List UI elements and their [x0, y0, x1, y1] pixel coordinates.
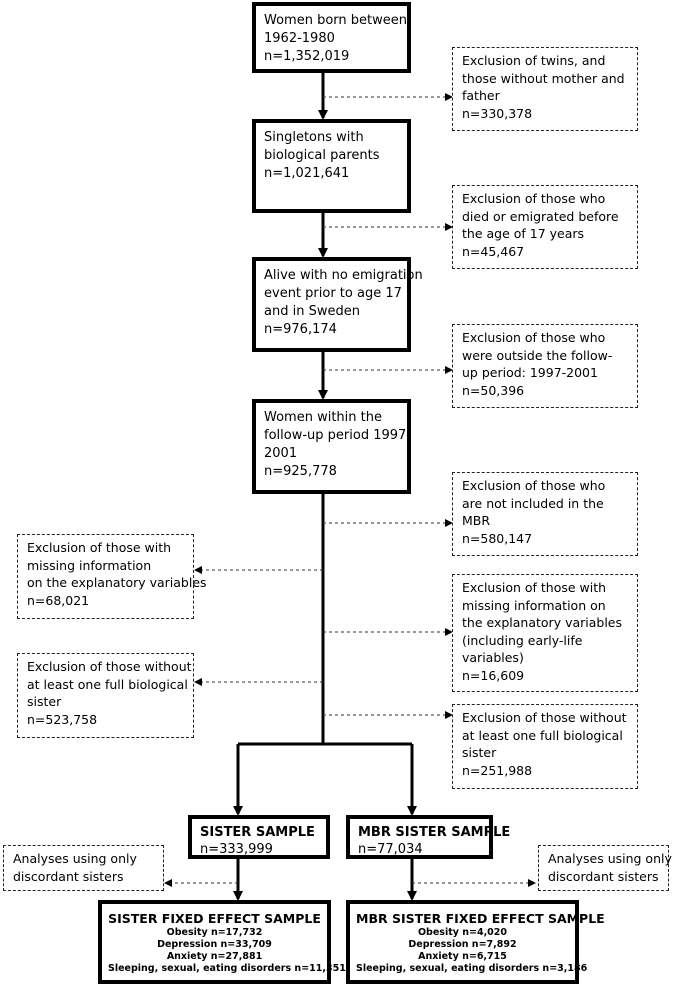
discordant-sisters-left-box: Analyses using only discordant sisters: [3, 845, 164, 891]
fixed-effect-row: Sleeping, sexual, eating disorders n=3,1…: [356, 963, 588, 974]
fixed-effect-row: Obesity n=17,732: [166, 927, 263, 938]
exclusion-twins-box: Exclusion of twins, and those without mo…: [452, 47, 638, 131]
exclusion-count: n=45,467: [462, 243, 525, 259]
sample-title: MBR SISTER SAMPLE: [358, 825, 511, 840]
mbr-sister-sample-box: MBR SISTER SAMPLE n=77,034: [346, 815, 511, 859]
exclusion-text: Exclusion of those who: [462, 330, 606, 345]
exclusion-text: the explanatory variables: [462, 615, 623, 630]
exclusion-text: Analyses using only: [548, 851, 672, 866]
box-text: follow-up period 1997-: [264, 428, 411, 443]
exclusion-missing-explanatory-box: Exclusion of those with missing informat…: [17, 534, 207, 619]
exclusion-text: father: [462, 88, 500, 103]
exclusion-text: MBR: [462, 513, 491, 528]
exclusion-no-sister-right-box: Exclusion of those without at least one …: [452, 704, 638, 789]
box-text: Women within the: [264, 410, 382, 425]
exclusion-text: sister: [462, 745, 497, 760]
box-text: 1962-1980: [264, 31, 335, 46]
sample-count: n=77,034: [358, 842, 423, 857]
exclusion-text: Exclusion of twins, and: [462, 53, 606, 68]
exclusion-text: died or emigrated before: [462, 208, 619, 224]
exclusion-missing-early-life-box: Exclusion of those with missing informat…: [452, 574, 638, 692]
box-count: n=1,352,019: [264, 49, 350, 64]
box-text: Women born between: [264, 13, 407, 28]
exclusion-text: Exclusion of those who: [462, 478, 606, 493]
exclusion-count: n=251,988: [462, 762, 533, 778]
exclusion-text: at least one full biological: [462, 727, 623, 743]
singletons-box: Singletons with biological parents n=1,0…: [252, 119, 411, 213]
exclusion-text: Exclusion of those with: [27, 540, 172, 555]
box-count: n=1,021,641: [264, 166, 350, 181]
exclusion-count: n=330,378: [462, 105, 533, 121]
exclusion-text: the age of 17 years: [462, 226, 585, 241]
exclusion-text: Exclusion of those without: [27, 659, 192, 674]
fixed-effect-row: Depression n=33,709: [157, 939, 272, 950]
box-text: biological parents: [264, 148, 380, 163]
box-count: n=925,778: [264, 464, 337, 479]
exclusion-text: discordant sisters: [548, 868, 659, 884]
fixed-effect-title: MBR SISTER FIXED EFFECT SAMPLE: [356, 911, 605, 926]
fixed-effect-row: Anxiety n=6,715: [418, 951, 507, 962]
discordant-sisters-right-box: Analyses using only discordant sisters: [538, 845, 672, 891]
exclusion-count: n=50,396: [462, 382, 525, 398]
sample-count: n=333,999: [200, 842, 273, 857]
sister-fixed-effect-box: SISTER FIXED EFFECT SAMPLE Obesity n=17,…: [98, 900, 346, 984]
exclusion-outside-follow-up-box: Exclusion of those who were outside the …: [452, 324, 638, 408]
exclusion-count: n=580,147: [462, 530, 533, 546]
exclusion-not-in-mbr-box: Exclusion of those who are not included …: [452, 472, 638, 556]
women-born-box: Women born between 1962-1980 n=1,352,019: [252, 2, 411, 73]
fixed-effect-row: Obesity n=4,020: [417, 927, 508, 938]
exclusion-died-emigrated-box: Exclusion of those who died or emigrated…: [452, 185, 638, 269]
fixed-effect-row: Anxiety n=27,881: [166, 951, 263, 962]
alive-no-emigration-box: Alive with no emigration event prior to …: [252, 257, 423, 352]
box-count: n=976,174: [264, 322, 337, 337]
exclusion-text: sister: [27, 694, 62, 709]
sister-sample-box: SISTER SAMPLE n=333,999: [188, 815, 330, 859]
exclusion-text: Exclusion of those without: [462, 710, 627, 725]
exclusion-text: (including early-life: [462, 632, 583, 648]
exclusion-text: missing information: [27, 557, 152, 573]
exclusion-text: missing information on: [462, 597, 606, 613]
exclusion-text: on the explanatory variables: [27, 575, 207, 590]
box-text: Alive with no emigration: [264, 268, 423, 283]
fixed-effect-row: Sleeping, sexual, eating disorders n=11,…: [108, 963, 346, 974]
sample-title: SISTER SAMPLE: [200, 825, 315, 840]
follow-up-period-box: Women within the follow-up period 1997- …: [252, 399, 411, 494]
fixed-effect-title: SISTER FIXED EFFECT SAMPLE: [108, 911, 321, 926]
exclusion-text: Exclusion of those with: [462, 580, 607, 595]
exclusion-text: discordant sisters: [13, 868, 124, 884]
box-text: event prior to age 17: [264, 286, 402, 301]
box-text: 2001: [264, 446, 298, 461]
exclusion-count: n=16,609: [462, 667, 525, 683]
exclusion-text: were outside the follow-: [462, 347, 613, 363]
exclusion-no-sister-left-box: Exclusion of those without at least one …: [17, 653, 194, 738]
exclusion-text: up period: 1997-2001: [462, 365, 598, 380]
exclusion-text: Analyses using only: [13, 851, 137, 866]
exclusion-text: at least one full biological: [27, 676, 188, 692]
mbr-sister-fixed-effect-box: MBR SISTER FIXED EFFECT SAMPLE Obesity n…: [346, 900, 605, 984]
exclusion-count: n=68,021: [27, 592, 90, 608]
box-text: Singletons with: [264, 130, 364, 145]
box-text: and in Sweden: [264, 304, 360, 319]
fixed-effect-row: Depression n=7,892: [408, 939, 517, 950]
exclusion-text: variables): [462, 650, 524, 665]
exclusion-count: n=523,758: [27, 711, 98, 727]
exclusion-text: are not included in the: [462, 495, 604, 511]
exclusion-text: Exclusion of those who: [462, 191, 606, 206]
exclusion-text: those without mother and: [462, 70, 625, 86]
